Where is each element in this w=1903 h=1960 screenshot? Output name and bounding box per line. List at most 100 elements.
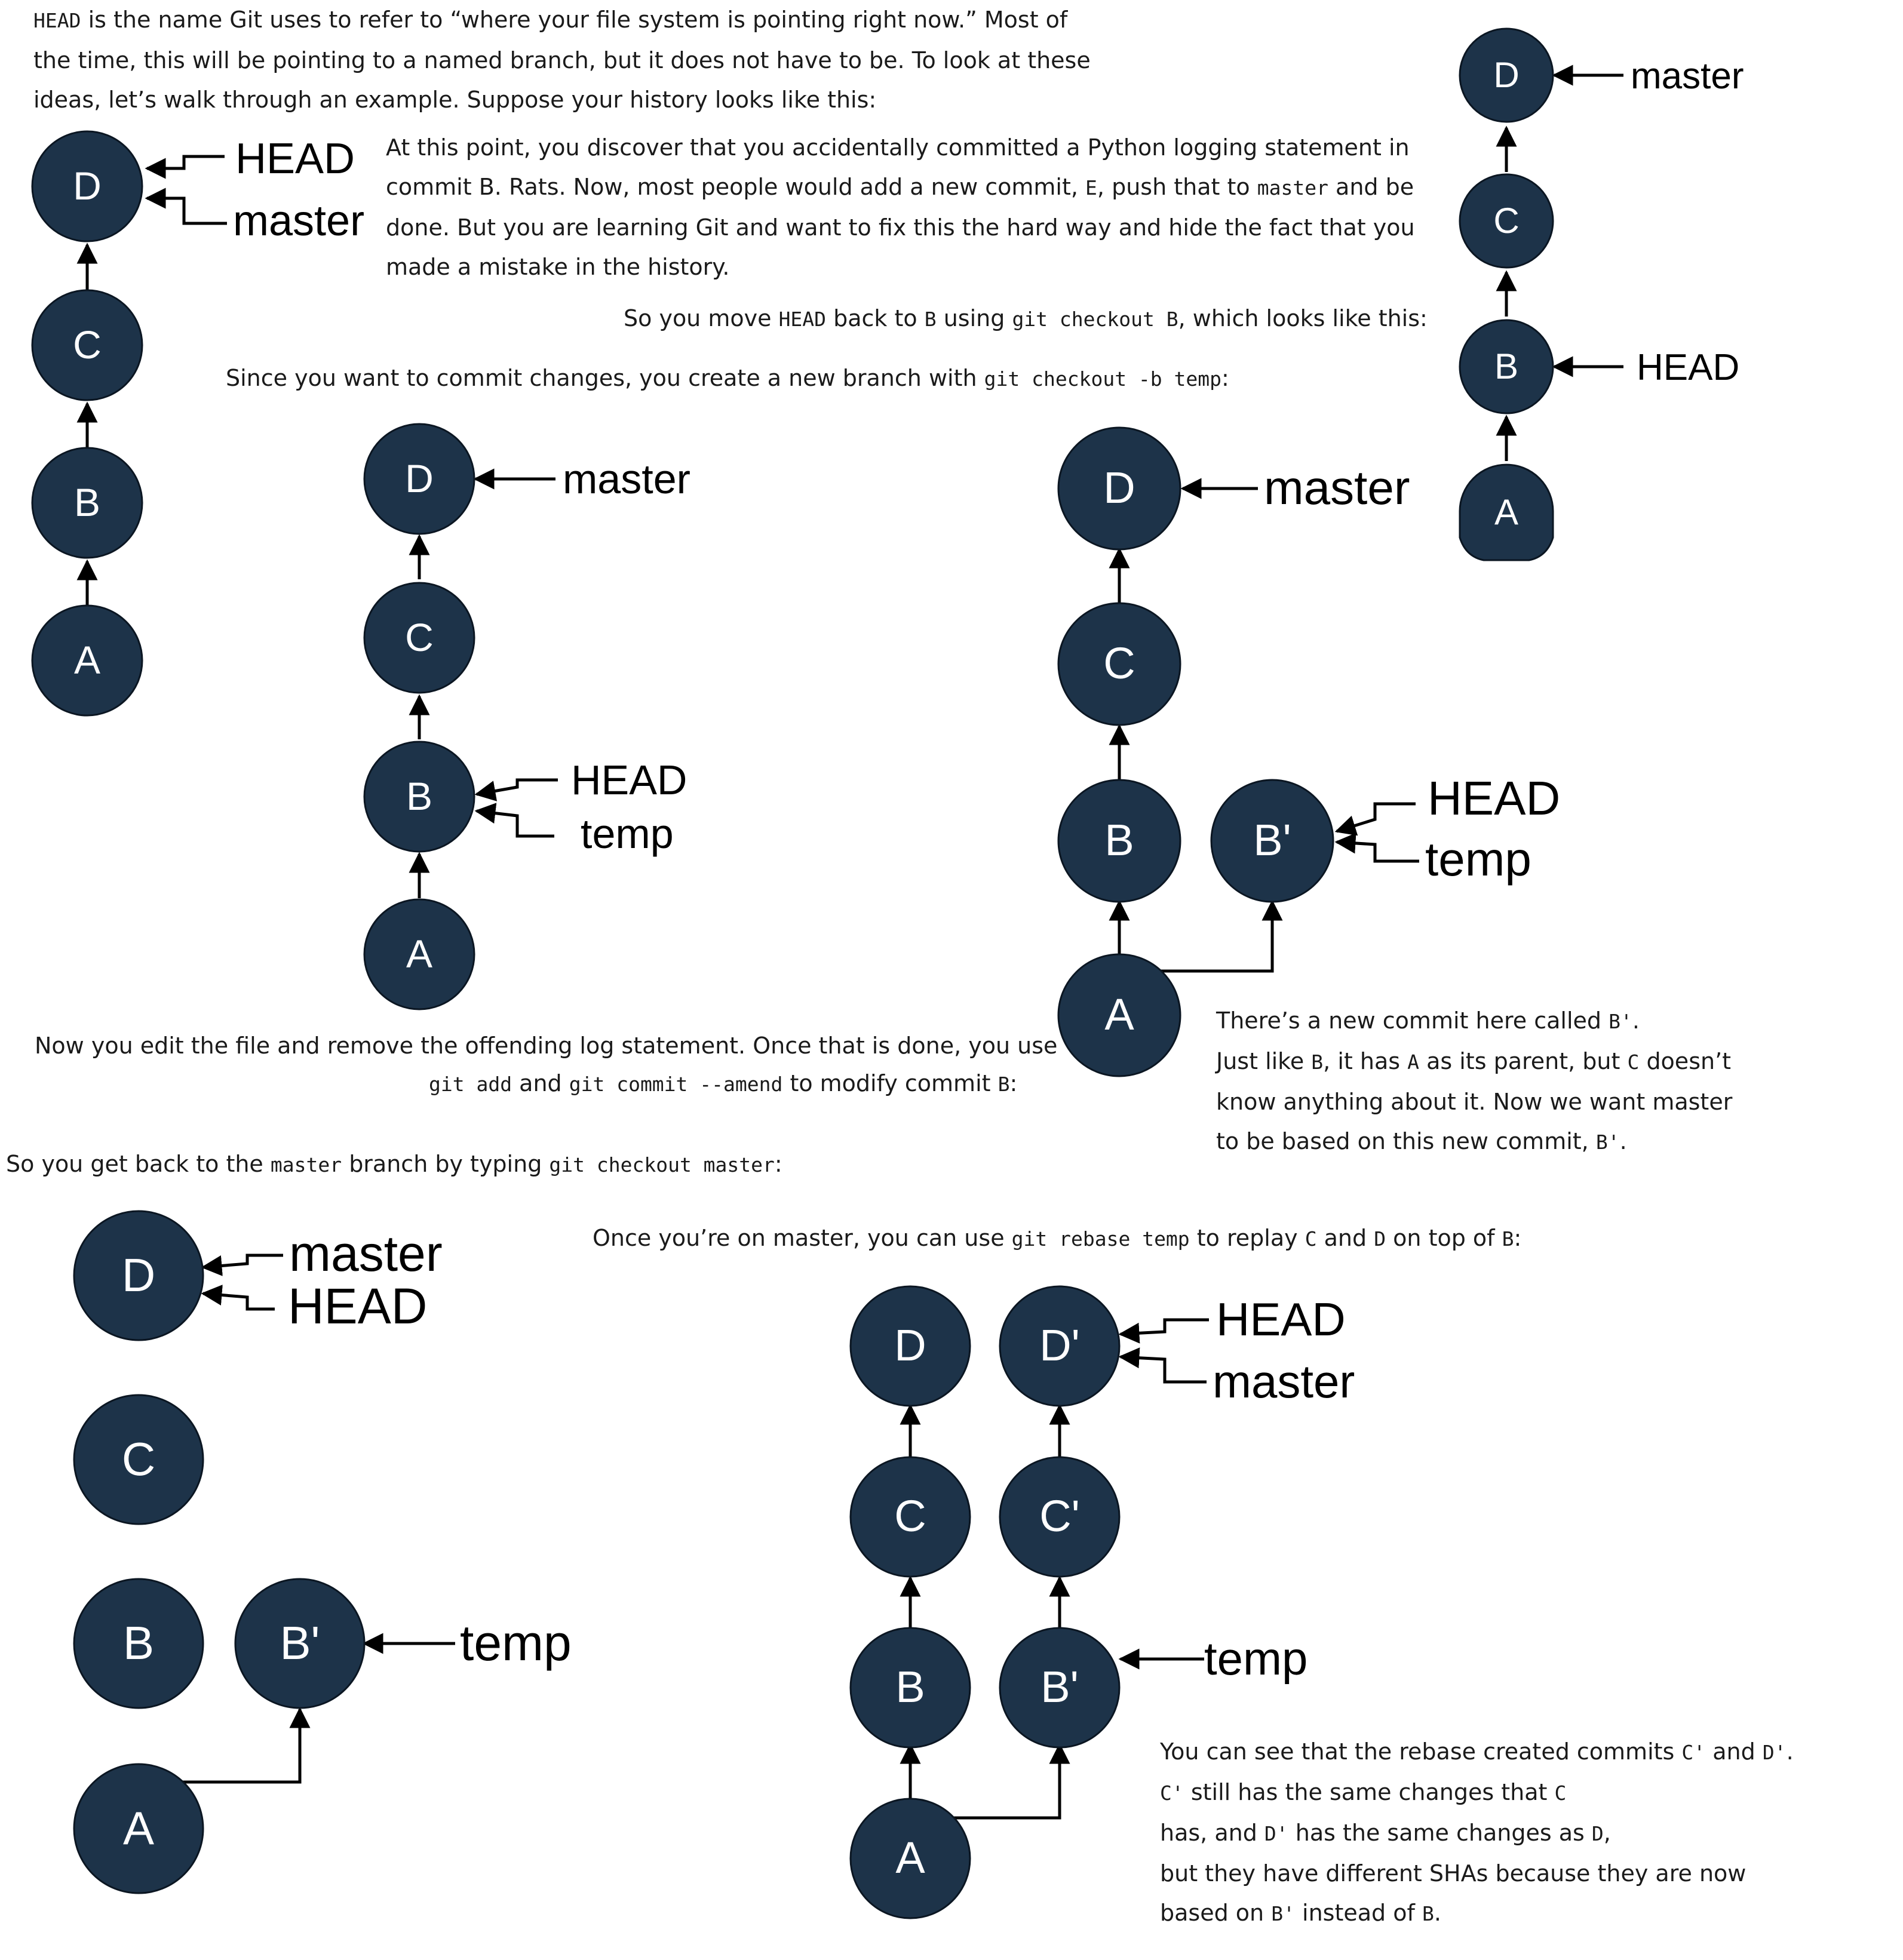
commit-node [363,741,475,853]
ref-label-master: master [233,197,364,245]
text-span: using [936,305,1012,331]
inline-code: B' [1271,1902,1295,1925]
text-span: is the name Git uses to refer to “where … [81,7,1068,33]
text-line: ideas, let’s walk through an example. Su… [33,87,877,113]
ref-label-head: HEAD [1428,772,1560,825]
inline-code: D' [1762,1741,1787,1764]
commit-node [31,604,143,717]
ref-arrow [1334,802,1416,836]
commit-label: B [1104,815,1134,865]
commit-node [849,1627,971,1749]
commit-label: B [123,1617,154,1669]
inline-code: E [1085,176,1097,199]
commit-label: C [73,322,102,367]
ref-arrow [145,188,227,225]
commit-label: B [406,774,432,818]
commit-label: A [406,932,432,976]
diagram-after-rebase [900,1318,1209,1820]
diagram-temp-branch [409,468,558,898]
commit-label: D [405,456,434,500]
text-span: has the same changes as [1288,1820,1592,1846]
edge-arrow [180,1707,311,1784]
text-span: , push that to [1097,174,1257,200]
commit-label: B [74,480,100,524]
text-span: as its parent, but [1419,1048,1628,1074]
text-span: You can see that the rebase created comm… [1160,1738,1682,1765]
commit-label: C [894,1491,926,1541]
ref-label-head: HEAD [235,135,355,183]
text-span: and [1705,1738,1763,1765]
commit-node [1210,779,1334,903]
ref-label-temp: temp [460,1615,572,1671]
inline-code: git commit --amend [569,1073,783,1096]
commit-node [73,1210,204,1341]
ref-label-master: master [1213,1355,1355,1408]
diagram-back-on-master-nodes: D C B A B' master HEAD temp [73,1210,572,1894]
ref-label-master: master [1631,56,1744,97]
inline-code: B' [1609,1010,1632,1033]
commit-label: A [1104,990,1134,1039]
text-span: and [1316,1225,1374,1251]
text-line: At this point, you discover that you acc… [386,134,1410,161]
text-span: There’s a new commit here called [1216,1007,1609,1034]
ref-arrow [474,778,558,801]
ref-label-temp: temp [1425,832,1531,886]
ref-arrow [1118,1347,1207,1384]
new-branch-paragraph: Since you want to commit changes, you cr… [226,358,1229,399]
commit-label: A [895,1833,925,1882]
commit-node [1057,779,1181,903]
inline-code: B [1422,1902,1434,1925]
text-span: Since you want to commit changes, you cr… [226,365,984,391]
ref-arrow [201,1285,275,1311]
diagram-initial-history [76,155,227,609]
ref-label-master: master [563,456,690,502]
commit-label: D [1103,463,1135,512]
text-line: the time, this will be pointing to a nam… [33,47,1091,73]
commit-label: D [73,164,102,208]
inline-code: D [1374,1227,1386,1251]
ref-arrow [145,155,225,179]
commit-node [999,1285,1121,1407]
text-span: still has the same changes that [1183,1779,1555,1805]
text-span: to be based on this new commit, [1216,1128,1596,1154]
ref-arrow [201,1254,283,1276]
inline-code: git checkout master [549,1153,775,1176]
commit-label: D [122,1249,155,1301]
commit-label: C' [1039,1491,1080,1541]
commit-node [849,1798,971,1919]
ref-label-temp: temp [1204,1632,1307,1685]
text-span: back to [826,305,925,331]
diagram-temp-branch-nodes: D C B A master HEAD temp [363,423,690,1010]
text-span: So you move [624,305,779,331]
text-span: So you get back to the [6,1151,271,1177]
commit-node [73,1578,204,1709]
ref-arrow [1334,832,1419,863]
commit-node [1057,426,1181,551]
text-span: doesn’t [1639,1048,1732,1074]
inline-code: HEAD [778,308,827,331]
commit-label: C [1493,201,1519,241]
commit-node [999,1627,1121,1749]
inline-code: git checkout B [1012,308,1178,331]
ref-label-head: HEAD [288,1278,427,1334]
text-span: , it has [1323,1048,1408,1074]
commit-node [1057,602,1181,726]
commit-label: A [123,1802,154,1854]
diagram-amended-commit [1109,478,1419,973]
mistake-paragraph: At this point, you discover that you acc… [386,128,1415,287]
text-span: branch by typing [342,1151,550,1177]
commit-node [1459,463,1554,561]
inline-code: master [270,1153,342,1176]
text-span: and [512,1070,569,1096]
move-head-paragraph: So you move HEAD back to B using git che… [624,299,1428,339]
inline-code: git add [429,1073,512,1096]
diagram-head-at-b-nodes: D C B A master HEAD [1459,27,1744,561]
commit-node [363,582,475,694]
commit-label: D [894,1320,926,1370]
commit-label: B' [280,1617,320,1669]
text-span: : [1514,1225,1522,1251]
inline-code: B [1311,1050,1324,1074]
text-span: , which looks like this: [1178,305,1428,331]
ref-arrow [474,803,554,838]
